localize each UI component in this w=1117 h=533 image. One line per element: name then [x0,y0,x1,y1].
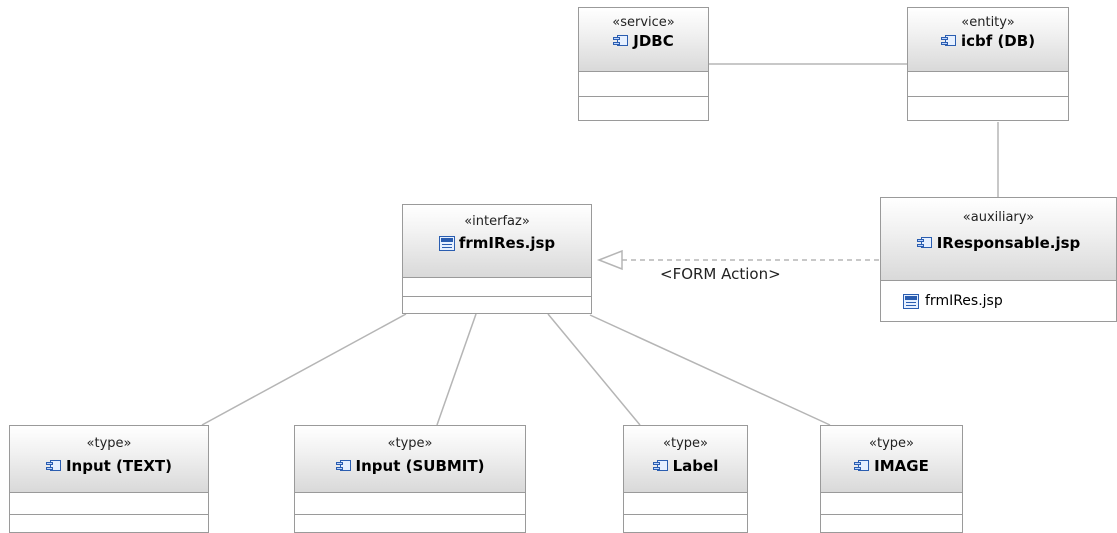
node-name: Input (TEXT) [65,457,173,475]
stereotype-label: «type» [663,436,708,451]
node-name: icbf (DB) [960,32,1036,50]
attribute-label: frmIRes.jsp [925,293,1003,309]
attributes-compartment [10,492,208,514]
stereotype-label: «auxiliary» [962,210,1035,225]
component-icon [45,460,62,472]
component-icon [916,237,933,249]
operations-compartment [908,96,1068,120]
node-input-submit[interactable]: «type» Input (SUBMIT) [294,425,526,533]
attributes-compartment [624,492,747,514]
node-label[interactable]: «type» Label [623,425,748,533]
node-iresponsable-header: «auxiliary» IResponsable.jsp [881,198,1116,280]
node-name: Label [672,457,719,475]
stereotype-label: «type» [869,436,914,451]
stereotype-label: «entity» [961,15,1015,30]
attributes-compartment: frmIRes.jsp [881,280,1116,321]
component-icon [335,460,352,472]
node-label-header: «type» Label [624,426,747,492]
component-icon [613,35,629,47]
node-jdbc-header: «service» JDBC [579,8,708,71]
form-icon [903,293,919,309]
attributes-compartment [908,71,1068,96]
node-icbf-header: «entity» icbf (DB) [908,8,1068,71]
node-frmires-header: «interfaz» frmIRes.jsp [403,205,591,277]
operations-compartment [821,514,962,533]
attribute-item[interactable]: frmIRes.jsp [881,281,1116,321]
node-icbf-db[interactable]: «entity» icbf (DB) [907,7,1069,121]
node-name: IMAGE [874,457,929,475]
operations-compartment [579,96,708,120]
node-image[interactable]: «type» IMAGE [820,425,963,533]
node-frmires-jsp[interactable]: «interfaz» frmIRes.jsp [402,204,592,314]
stereotype-label: «service» [612,15,675,30]
component-icon [652,460,669,472]
stereotype-label: «type» [86,436,132,451]
operations-compartment [295,514,525,533]
attributes-compartment [403,277,591,296]
node-input-text-header: «type» Input (TEXT) [10,426,208,492]
attributes-compartment [821,492,962,514]
connector-frmires-image[interactable] [589,314,831,426]
node-jdbc[interactable]: «service» JDBC [578,7,709,121]
node-input-submit-header: «type» Input (SUBMIT) [295,426,525,492]
operations-compartment [10,514,208,533]
stereotype-label: «type» [387,436,433,451]
component-icon [940,35,957,47]
node-name: JDBC [633,32,674,50]
component-icon [854,460,870,472]
connector-frmires-input-submit[interactable] [436,313,477,426]
operations-compartment [624,514,747,533]
operations-compartment [403,296,591,313]
form-action-label: <FORM Action> [660,265,781,283]
node-name: frmIRes.jsp [458,234,556,252]
node-input-text[interactable]: «type» Input (TEXT) [9,425,209,533]
node-name: Input (SUBMIT) [355,457,485,475]
connector-frmires-input-text[interactable] [201,313,407,426]
node-image-header: «type» IMAGE [821,426,962,492]
form-icon [438,235,455,251]
node-iresponsable-jsp[interactable]: «auxiliary» IResponsable.jsp frmIRes.jsp [880,197,1117,322]
node-name: IResponsable.jsp [936,234,1081,252]
stereotype-label: «interfaz» [464,214,530,229]
attributes-compartment [579,71,708,96]
realization-arrowhead [596,249,623,271]
connector-frmires-label[interactable] [547,313,641,426]
attributes-compartment [295,492,525,514]
